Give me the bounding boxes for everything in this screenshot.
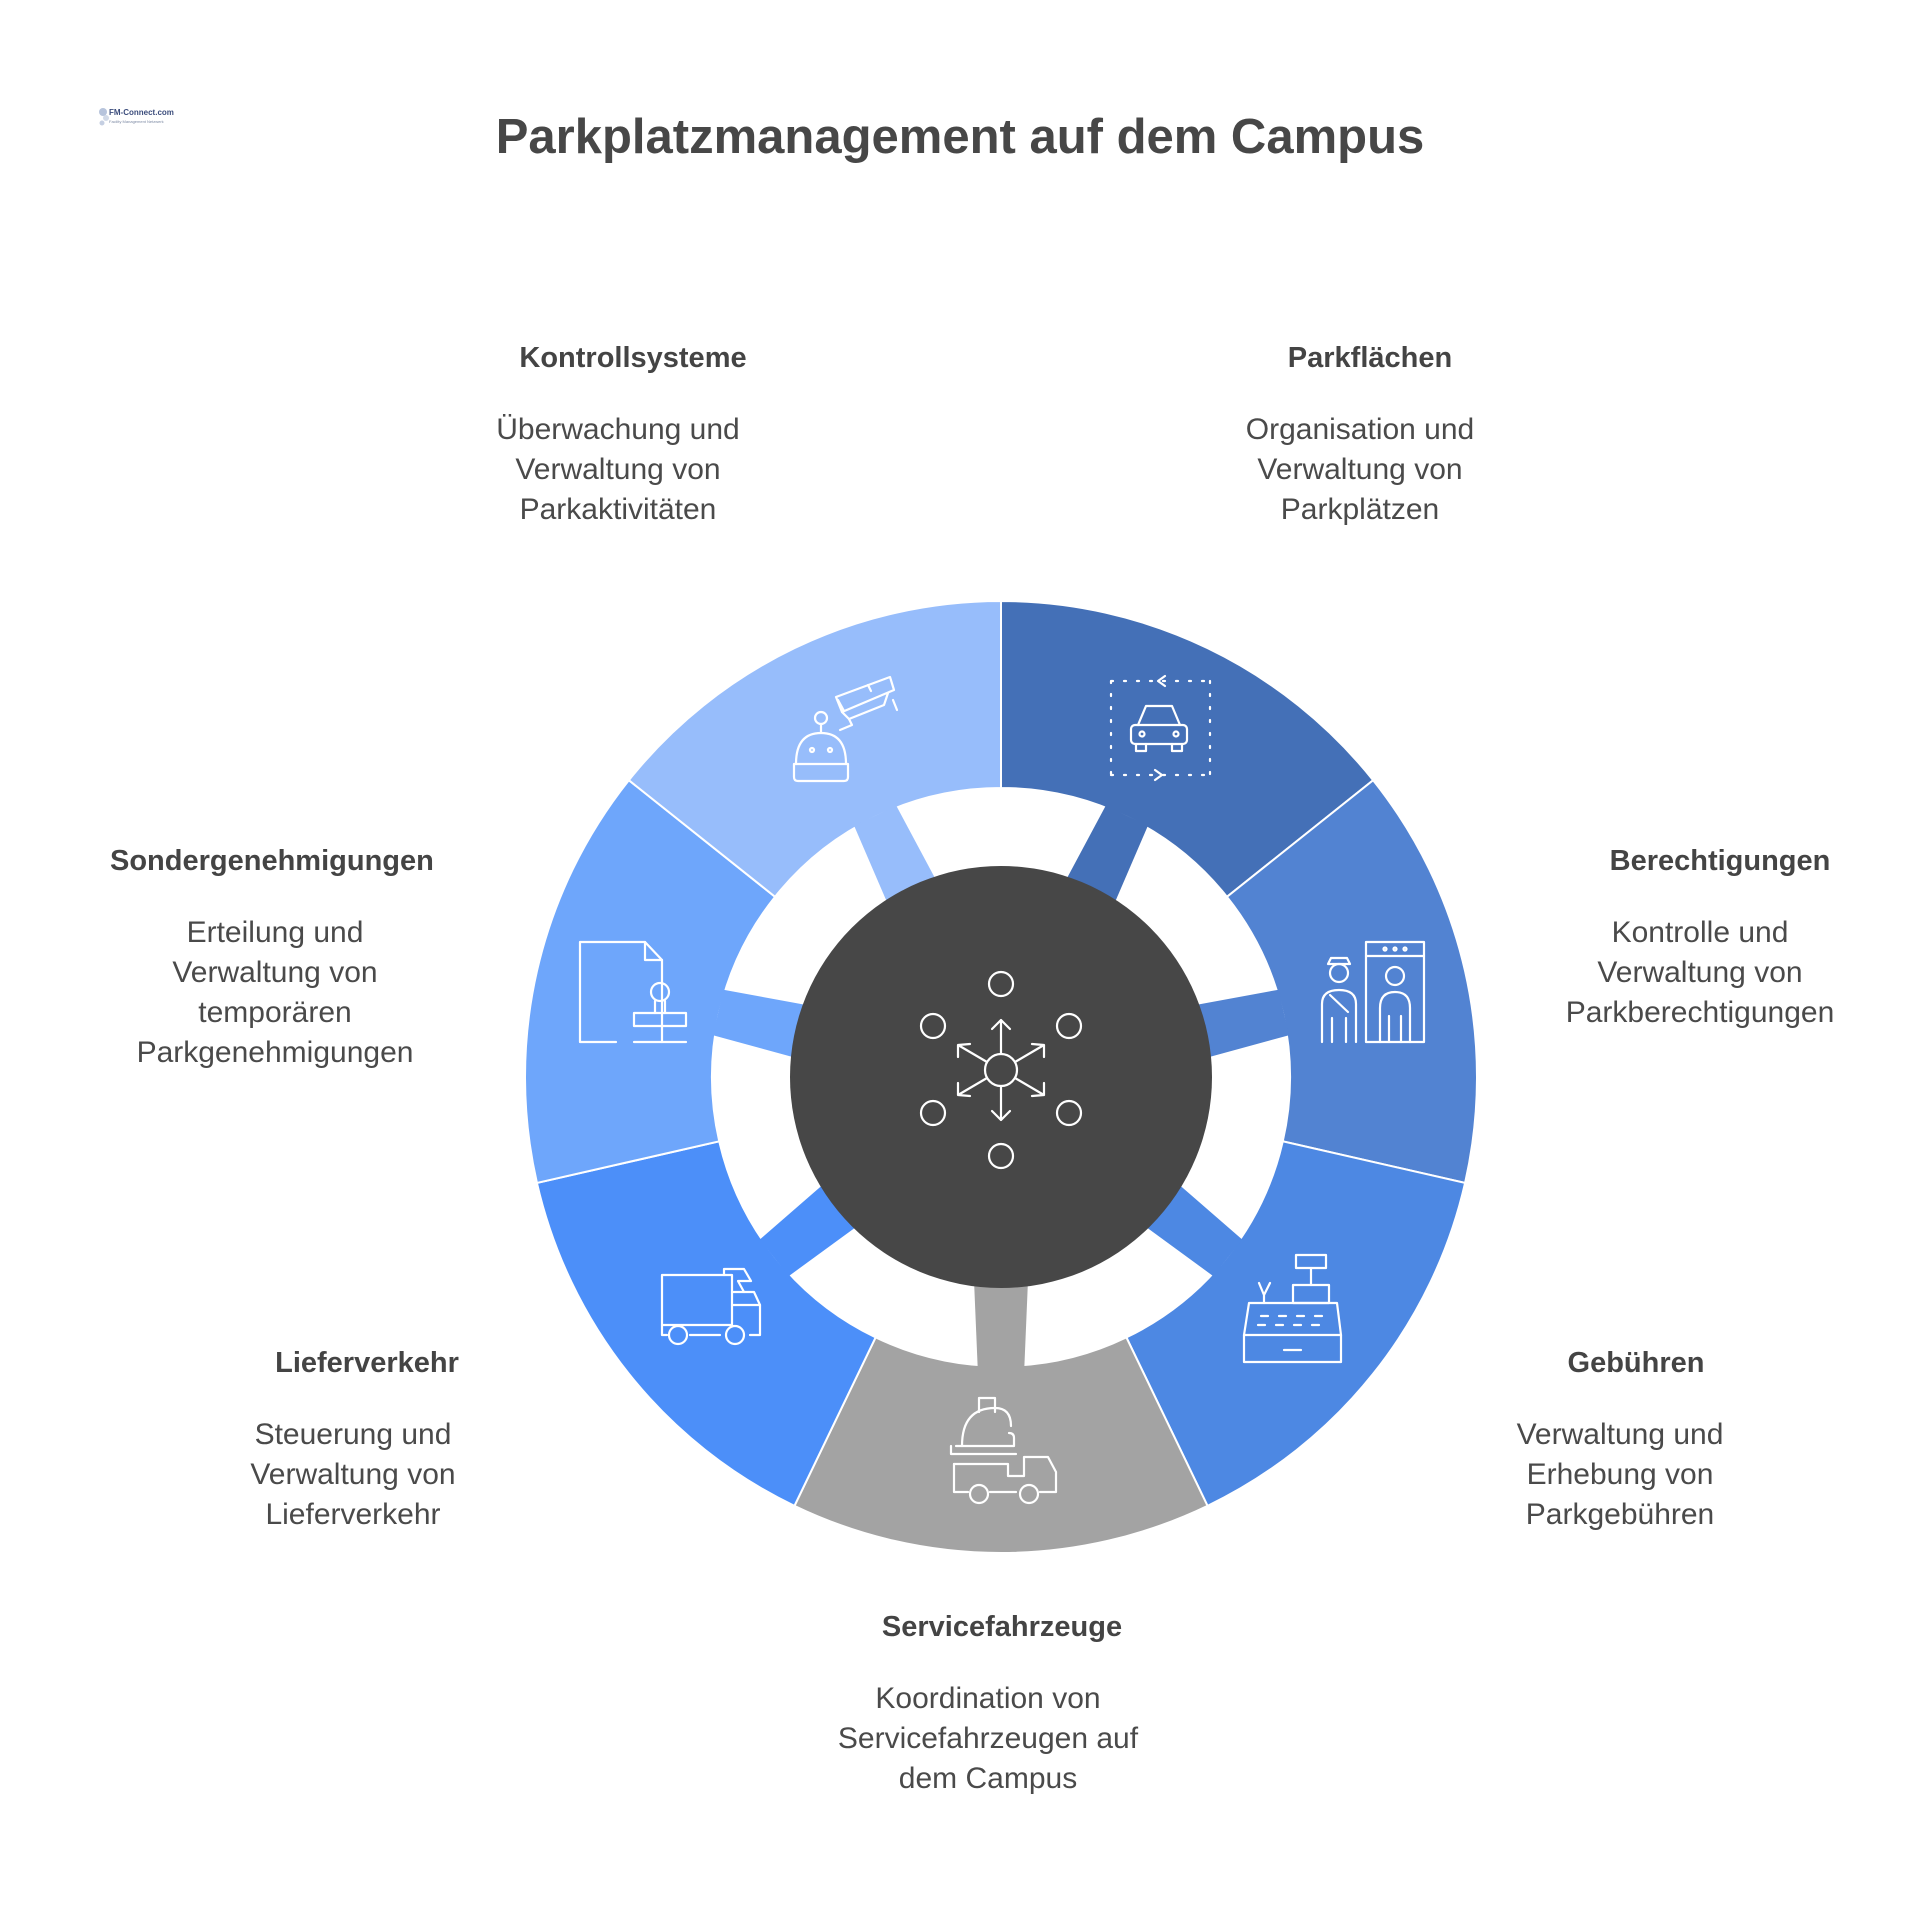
segment-title-lieferverkehr: Lieferverkehr [275, 1347, 459, 1379]
segment-berechtigungen [1188, 778, 1479, 1185]
security-gate-guard-icon [1320, 940, 1426, 1044]
network-hub-icon [919, 970, 1083, 1170]
segment-desc-berechtigungen: Kontrolle und Verwaltung von Parkberecht… [1565, 916, 1835, 1029]
delivery-truck-icon [660, 1267, 762, 1346]
fm-connect-logo-icon [99, 108, 109, 126]
page-title: Parkplatzmanagement auf dem Campus [495, 110, 1425, 164]
segment-title-gebuehren: Gebühren [1567, 1347, 1705, 1379]
segment-band-berechtigungen [1225, 778, 1479, 1185]
segment-desc-servicefahrzeuge: Koordination von Servicefahrzeugen auf d… [837, 1682, 1139, 1795]
segment-band-sondergenehmigungen [523, 778, 777, 1185]
parking-spot-car-icon [1109, 674, 1212, 782]
segment-desc-parkflaechen: Organisation und Verwaltung von Parkplät… [1245, 413, 1475, 526]
segment-sondergenehmigungen [523, 778, 814, 1185]
camera-robot-icon [792, 675, 899, 783]
segment-desc-lieferverkehr: Steuerung und Verwaltung von Lieferverke… [250, 1418, 456, 1531]
logo-tagline: Facility Management Netzwerk [109, 119, 164, 124]
segment-band-lieferverkehr [535, 1140, 877, 1508]
cash-register-icon [1242, 1253, 1343, 1364]
service-truck-hardhat-icon [949, 1396, 1058, 1505]
segment-connector-berechtigungen [1188, 989, 1289, 1060]
segment-desc-sondergenehmigungen: Erteilung und Verwaltung von temporären … [136, 916, 414, 1069]
segment-band-kontrollsysteme [627, 599, 1002, 899]
center-circle [790, 866, 1212, 1288]
segment-servicefahrzeuge [793, 1275, 1209, 1554]
brand-logo: FM-Connect.com Facility Management Netzw… [98, 104, 174, 134]
document-stamp-icon [578, 940, 688, 1044]
segment-band-gebuehren [1125, 1140, 1467, 1508]
segments-layer [523, 599, 1479, 1554]
segment-title-berechtigungen: Berechtigungen [1609, 845, 1831, 877]
segment-connector-sondergenehmigungen [713, 989, 814, 1060]
segment-desc-gebuehren: Verwaltung und Erhebung von Parkgebühren [1516, 1418, 1724, 1531]
segment-desc-kontrollsysteme: Überwachung und Verwaltung von Parkaktiv… [496, 413, 740, 526]
logo-text: FM-Connect.com [109, 108, 174, 117]
segment-band-parkflaechen [1000, 599, 1375, 899]
segment-connector-servicefahrzeuge [973, 1275, 1029, 1368]
segment-title-kontrollsysteme: Kontrollsysteme [519, 342, 747, 374]
center-hub [790, 866, 1212, 1288]
segment-title-sondergenehmigungen: Sondergenehmigungen [110, 845, 434, 877]
segment-title-parkflaechen: Parkflächen [1287, 342, 1453, 374]
segment-title-servicefahrzeuge: Servicefahrzeuge [881, 1611, 1123, 1643]
